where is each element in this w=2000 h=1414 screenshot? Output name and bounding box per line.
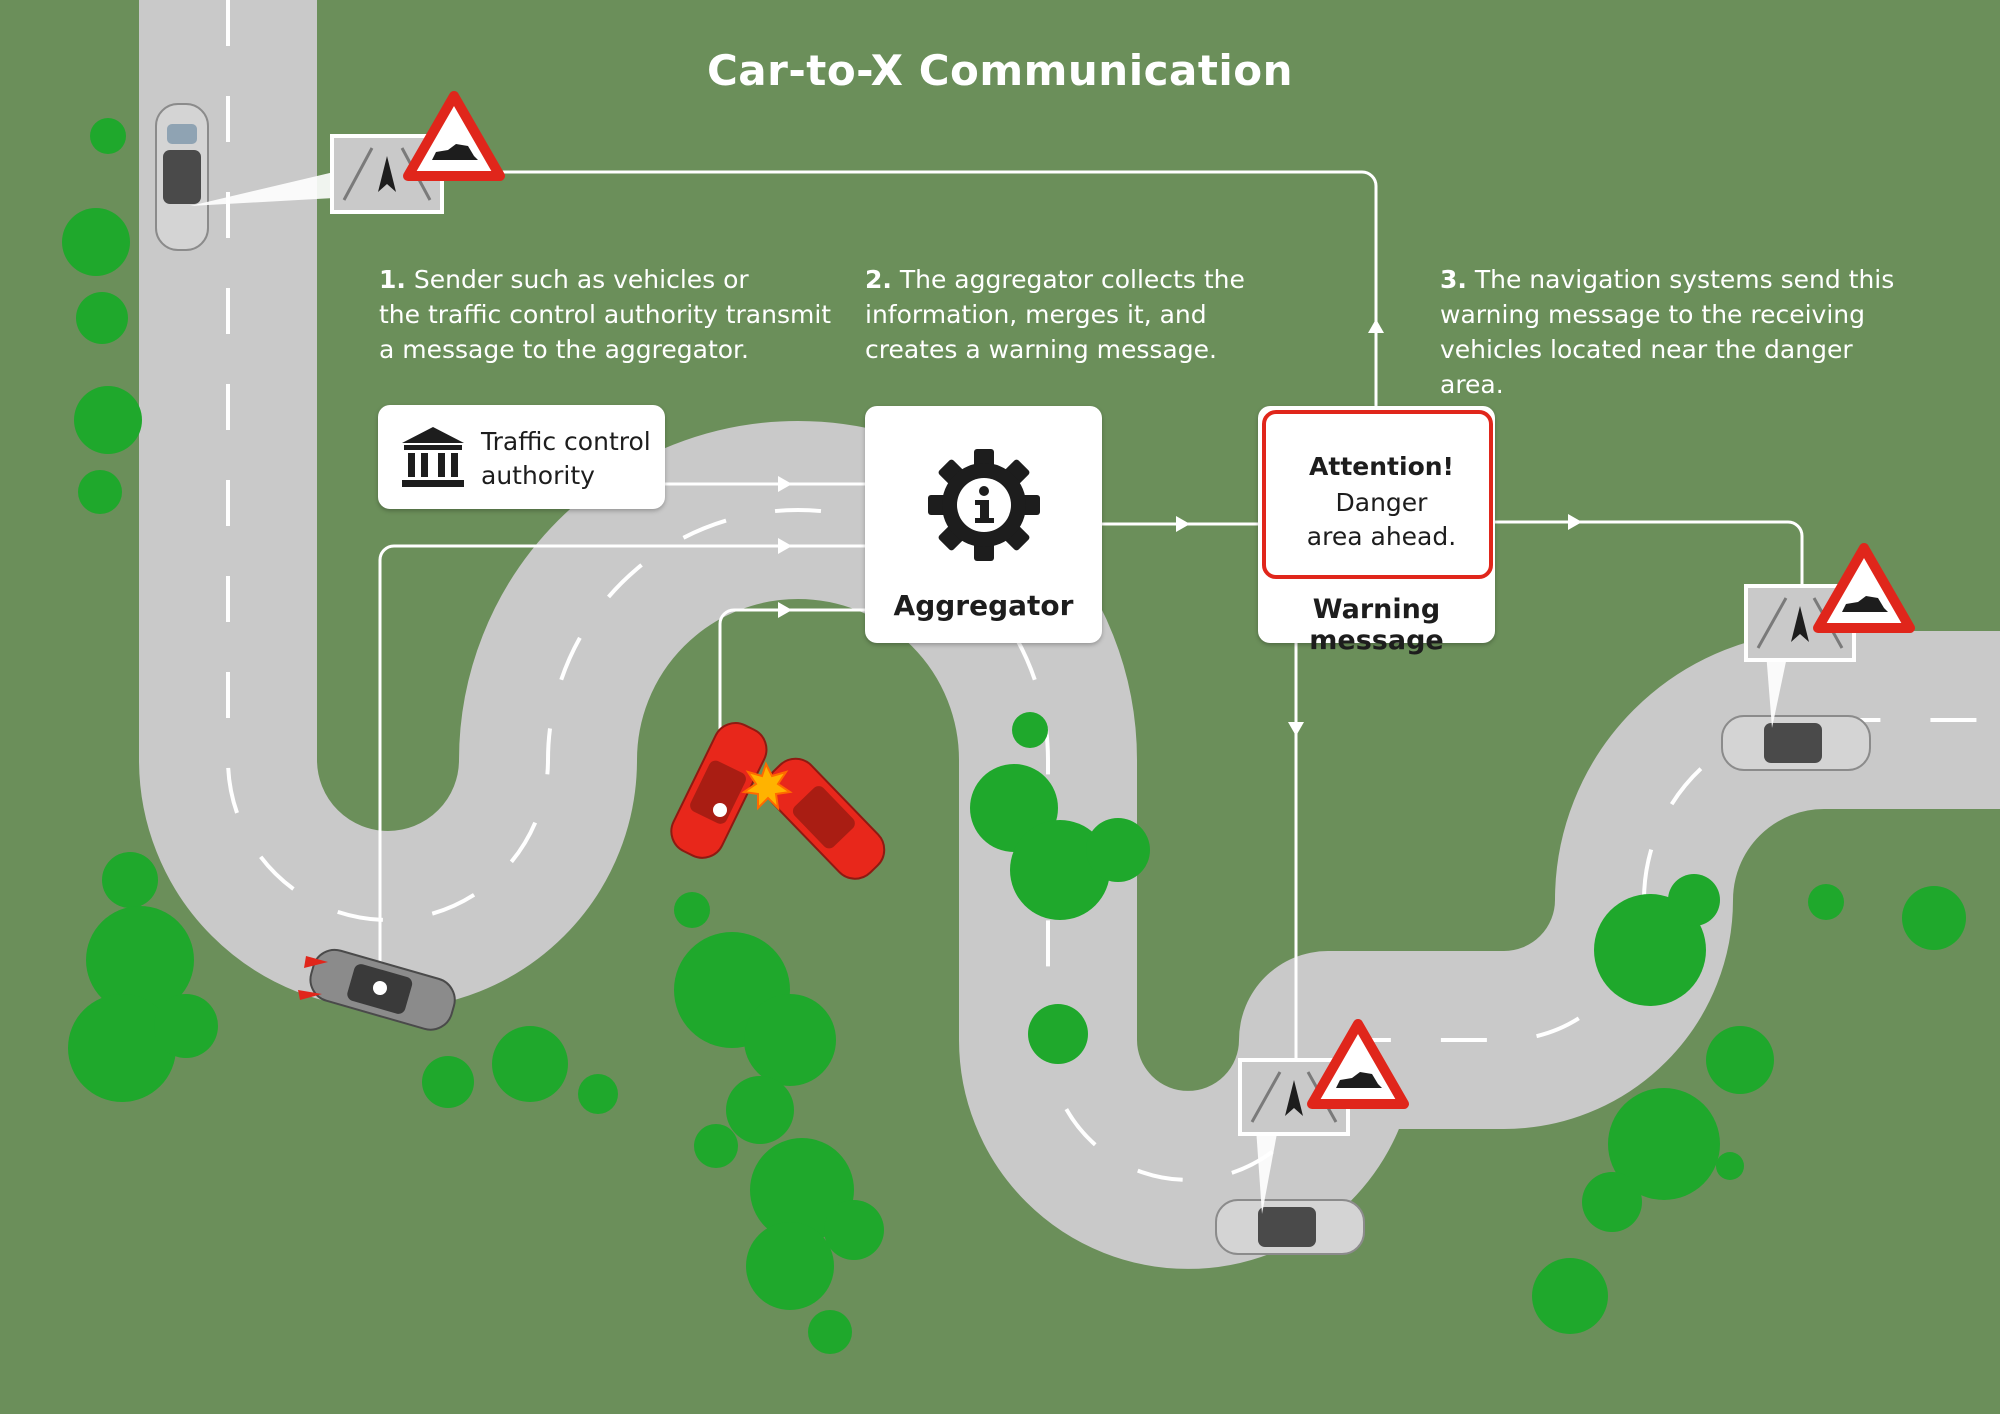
tree (78, 470, 122, 514)
tree (86, 906, 194, 1014)
crash-car-right (765, 757, 886, 880)
arrowhead (1568, 514, 1582, 530)
warning-triangle-icon (1813, 543, 1915, 633)
arrowhead (778, 602, 792, 618)
government-building-icon (402, 427, 464, 487)
connector-warning-to-right-car (1495, 520, 1804, 588)
tree (744, 994, 836, 1086)
car-bottom (1215, 1199, 1365, 1255)
tree (154, 994, 218, 1058)
aggregator-label: Aggregator (893, 589, 1074, 622)
connector-sender-car (378, 544, 865, 988)
tree (1594, 894, 1706, 1006)
step-1: 1. Sender such as vehicles or the traffi… (379, 262, 849, 367)
tree (674, 892, 710, 928)
car-pictogram (1842, 596, 1888, 612)
tree (1582, 1172, 1642, 1232)
step-text: The aggregator collects the information,… (865, 265, 1245, 364)
navigation-arrow-icon (378, 156, 396, 192)
nav-device-bottom (1238, 1019, 1409, 1214)
car-pictogram (1336, 1072, 1382, 1088)
arrowhead (778, 476, 792, 492)
arrowhead (1176, 516, 1190, 532)
tree (694, 1124, 738, 1168)
aggregator-node: Aggregator (865, 406, 1102, 643)
car-sender-dot (373, 981, 387, 995)
tree (1716, 1152, 1744, 1180)
diagram-title: Car-to-X Communication (706, 46, 1294, 95)
tree (746, 1222, 834, 1310)
tree (1608, 1088, 1720, 1200)
warning-message-node: Attention! Danger area ahead. Warning me… (1258, 406, 1495, 656)
nav-device-top-left (190, 91, 505, 214)
navigation-arrow-icon (1791, 606, 1809, 642)
traffic-control-node: Traffic control authority (378, 405, 665, 509)
nav-device-right (1744, 543, 1915, 728)
step-3: 3. The navigation systems send this warn… (1440, 262, 1910, 402)
arrowhead (778, 538, 792, 554)
tree (1668, 874, 1720, 926)
tree (62, 208, 130, 276)
connector-crash (718, 608, 865, 810)
warning-alert-title: Attention! (1309, 452, 1454, 481)
step-text: The navigation systems send this warning… (1440, 265, 1895, 399)
tree (74, 386, 142, 454)
step-text: Sender such as vehicles or the traffic c… (379, 265, 832, 364)
tree (422, 1056, 474, 1108)
step-number: 2. (865, 265, 892, 294)
gear-info-icon (928, 449, 1040, 561)
car-pictogram (432, 144, 478, 160)
warning-alert-box: Attention! Danger area ahead. (1262, 410, 1493, 579)
tree (1532, 1258, 1608, 1334)
arrowhead (1288, 722, 1304, 736)
trees (62, 118, 1966, 1354)
tree (1028, 1004, 1088, 1064)
tree (824, 1200, 884, 1260)
collision-spark-icon (741, 761, 793, 811)
step-number: 3. (1440, 265, 1467, 294)
tree (808, 1310, 852, 1354)
tree (1012, 712, 1048, 748)
tree (726, 1076, 794, 1144)
step-number: 1. (379, 265, 406, 294)
tree (1010, 820, 1110, 920)
tree (102, 852, 158, 908)
connectors (378, 170, 1804, 1058)
step-2: 2. The aggregator collects the informati… (865, 262, 1335, 367)
tree (1902, 886, 1966, 950)
tree (1706, 1026, 1774, 1094)
warning-triangle-icon (403, 91, 505, 181)
crash-car-left (670, 722, 768, 859)
tree (90, 118, 126, 154)
navigation-arrow-icon (1285, 1080, 1303, 1116)
tree (76, 292, 128, 344)
crash-dot (713, 803, 727, 817)
brake-light-glow (298, 956, 328, 1000)
car-top-left (155, 103, 209, 251)
warning-triangle-icon (1307, 1019, 1409, 1109)
traffic-control-label: Traffic control authority (481, 427, 651, 490)
tree (1808, 884, 1844, 920)
warning-alert-body: Danger area ahead. (1306, 488, 1457, 551)
tree (68, 994, 176, 1102)
connector-warning-to-top-car (448, 170, 1378, 406)
tree (1086, 818, 1150, 882)
car-right (1721, 715, 1871, 771)
tree (578, 1074, 618, 1114)
tree (492, 1026, 568, 1102)
arrowhead (1368, 319, 1384, 333)
connector-arrowheads (778, 319, 1582, 736)
warning-message-label: Warning message (1309, 594, 1444, 656)
